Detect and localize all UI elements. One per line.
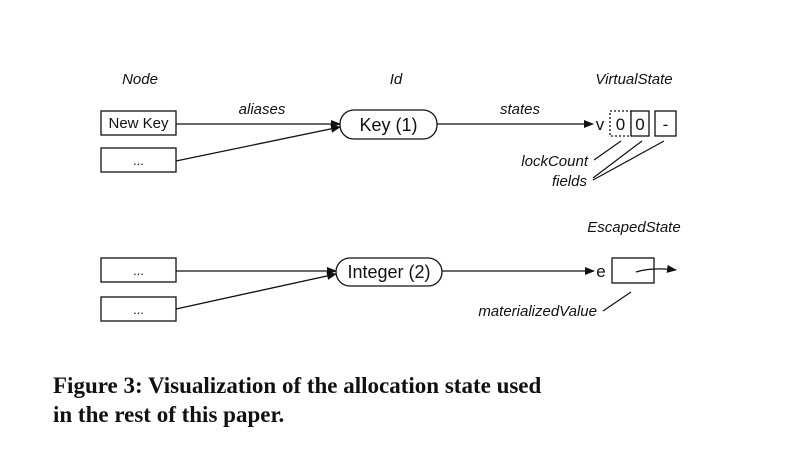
node-box-new-key: New Key [100,110,177,136]
header-virtual-state: VirtualState [595,71,672,88]
figure-caption: Figure 3: Visualization of the allocatio… [53,371,753,429]
header-id: Id [390,71,403,88]
annotation-lockcount: lockCount [521,153,589,170]
escaped-pointer-arrow [635,264,677,273]
annotation-materialized-value: materializedValue [478,303,597,320]
virtual-state-cell-lockcount: 0 [609,110,632,137]
allocation-state-diagram: Node Id VirtualState EscapedState New Ke… [100,71,681,322]
svg-text:Key (1): Key (1) [359,115,417,135]
edge-label-states: states [500,101,541,118]
edge-node-to-integer-b [175,272,337,310]
svg-text:...: ... [133,263,144,278]
svg-text:...: ... [133,153,144,168]
virtual-state-cell-field-0: 0 [630,110,650,137]
svg-text:...: ... [133,302,144,317]
edge-label-aliases: aliases [239,101,286,118]
pointer-materialized [602,291,632,312]
id-oval-key: Key (1) [339,109,438,140]
virtual-state-letter: v [596,115,605,134]
svg-text:-: - [663,115,669,134]
id-oval-integer: Integer (2) [335,257,443,287]
edge-node-to-key [175,124,341,162]
node-box-ellipsis-2b: ... [100,296,177,322]
escaped-state-cell [611,257,655,284]
node-box-ellipsis: ... [100,147,177,173]
escaped-state-letter: e [596,262,605,281]
svg-text:New Key: New Key [108,115,169,132]
annotation-fields: fields [552,173,588,190]
svg-text:0: 0 [635,115,644,134]
svg-text:0: 0 [616,115,625,134]
virtual-state-cell-field-1: - [654,110,677,137]
caption-line-1: Figure 3: Visualization of the allocatio… [53,373,542,398]
header-escaped-state: EscapedState [587,219,680,236]
pointer-lockcount [593,140,622,161]
header-node: Node [122,71,158,88]
caption-line-2: in the rest of this paper. [53,402,285,427]
svg-text:Integer (2): Integer (2) [347,262,430,282]
pointer-fields-a [592,140,643,179]
pointer-fields-b [592,140,665,181]
node-box-ellipsis-2a: ... [100,257,177,283]
